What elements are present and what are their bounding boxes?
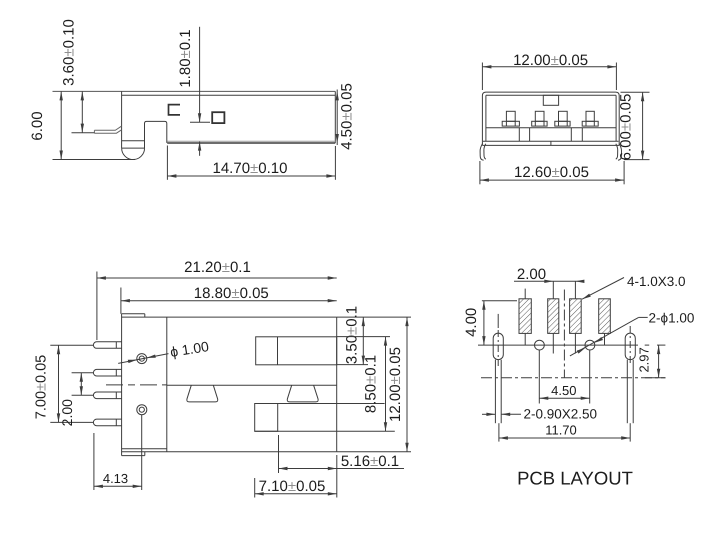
svg-text:4.00: 4.00	[463, 308, 480, 337]
svg-text:12.00±0.05: 12.00±0.05	[387, 347, 404, 422]
svg-text:3.50±0.1: 3.50±0.1	[344, 306, 361, 364]
svg-text:11.70: 11.70	[545, 423, 577, 438]
svg-text:12.60±0.05: 12.60±0.05	[514, 164, 589, 181]
svg-text:7.00±0.05: 7.00±0.05	[34, 355, 50, 419]
svg-text:ϕ 1.00: ϕ 1.00	[169, 338, 210, 360]
svg-text:14.70±0.10: 14.70±0.10	[213, 160, 288, 177]
svg-text:1.80±0.1: 1.80±0.1	[177, 29, 194, 87]
svg-text:4-1.0X3.0: 4-1.0X3.0	[627, 274, 686, 289]
svg-text:2-ϕ1.00: 2-ϕ1.00	[649, 310, 695, 325]
svg-text:2.00: 2.00	[59, 399, 75, 426]
svg-text:3.60±0.10: 3.60±0.10	[61, 19, 78, 86]
svg-text:2-0.90X2.50: 2-0.90X2.50	[524, 406, 598, 421]
svg-text:21.20±0.1: 21.20±0.1	[184, 259, 251, 276]
svg-text:4.13: 4.13	[103, 471, 128, 486]
svg-text:2.00: 2.00	[517, 266, 546, 283]
svg-text:8.50±0.1: 8.50±0.1	[363, 355, 380, 413]
svg-text:5.16±0.1: 5.16±0.1	[341, 453, 399, 470]
svg-text:2.97: 2.97	[637, 347, 652, 372]
svg-text:PCB LAYOUT: PCB LAYOUT	[517, 468, 633, 489]
svg-text:12.00±0.05: 12.00±0.05	[513, 52, 588, 69]
svg-text:4.50±0.05: 4.50±0.05	[339, 83, 356, 150]
svg-text:7.10±0.05: 7.10±0.05	[259, 478, 326, 495]
svg-text:6.00: 6.00	[29, 111, 46, 140]
svg-text:18.80±0.05: 18.80±0.05	[194, 285, 269, 302]
svg-text:4.50: 4.50	[551, 383, 576, 398]
svg-text:6.00±0.05: 6.00±0.05	[618, 94, 635, 161]
